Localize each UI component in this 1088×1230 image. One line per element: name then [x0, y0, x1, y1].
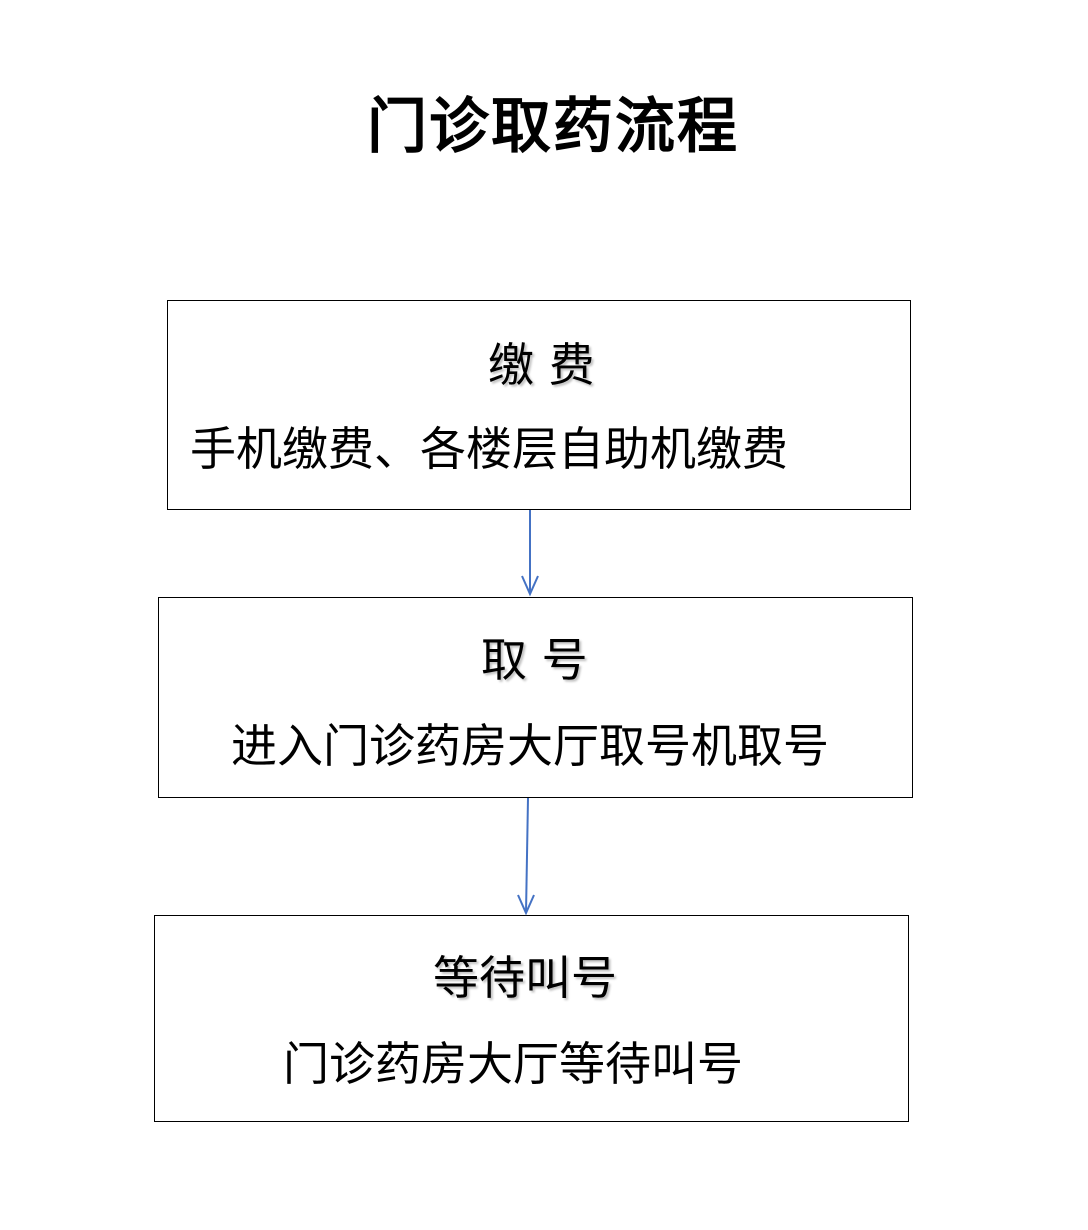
- arrow-2: [517, 797, 535, 916]
- step-heading: 等待叫号: [433, 951, 617, 1005]
- step-box-wait: 等待叫号 门诊药房大厅等待叫号: [154, 915, 909, 1122]
- arrow-1: [521, 510, 539, 597]
- step-heading: 缴 费: [488, 338, 595, 392]
- step-detail: 进入门诊药房大厅取号机取号: [231, 719, 829, 773]
- step-detail: 门诊药房大厅等待叫号: [283, 1037, 743, 1091]
- page-title: 门诊取药流程: [367, 92, 739, 162]
- step-heading: 取 号: [481, 633, 588, 687]
- step-box-ticket: 取 号 进入门诊药房大厅取号机取号: [158, 597, 913, 798]
- step-detail: 手机缴费、各楼层自助机缴费: [190, 422, 788, 476]
- step-box-payment: 缴 费 手机缴费、各楼层自助机缴费: [167, 300, 911, 510]
